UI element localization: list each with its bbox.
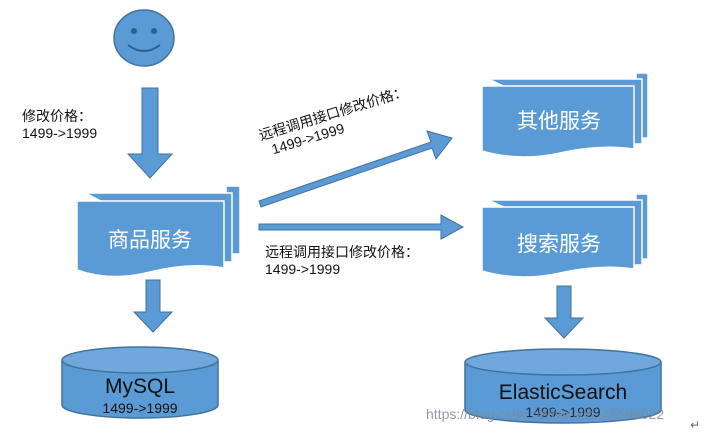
arrow-product-to-search	[258, 214, 465, 240]
arrow-product-to-other	[258, 130, 453, 208]
mysql-database-icon	[61, 346, 219, 419]
elasticsearch-database-icon	[464, 348, 662, 424]
arrow-search-to-es	[543, 285, 585, 339]
edge-to-search-line1: 远程调用接口修改价格：	[265, 244, 419, 260]
search-service-label: 搜索服务	[517, 233, 601, 256]
edge-to-search-line2: 1499->1999	[265, 261, 341, 277]
arrow-product-to-mysql	[132, 279, 174, 333]
user-note-line1: 修改价格：	[22, 108, 92, 124]
return-mark-icon: ↵	[690, 418, 701, 432]
user-note-line2: 1499->1999	[22, 125, 98, 141]
other-service-node	[481, 72, 649, 158]
arrow-user-to-product	[126, 87, 174, 179]
user-smiley-icon	[113, 9, 175, 67]
mysql-name: MySQL	[104, 375, 175, 398]
elasticsearch-name: ElasticSearch	[498, 381, 628, 404]
product-service-node	[76, 185, 241, 278]
other-service-label: 其他服务	[517, 110, 601, 133]
elasticsearch-value: 1499->1999	[525, 404, 601, 420]
search-service-node	[481, 193, 649, 278]
product-service-label: 商品服务	[108, 229, 192, 252]
watermark: https://blog.csdn.net/weixin_45596022	[426, 406, 665, 422]
mysql-value: 1499->1999	[102, 400, 178, 416]
